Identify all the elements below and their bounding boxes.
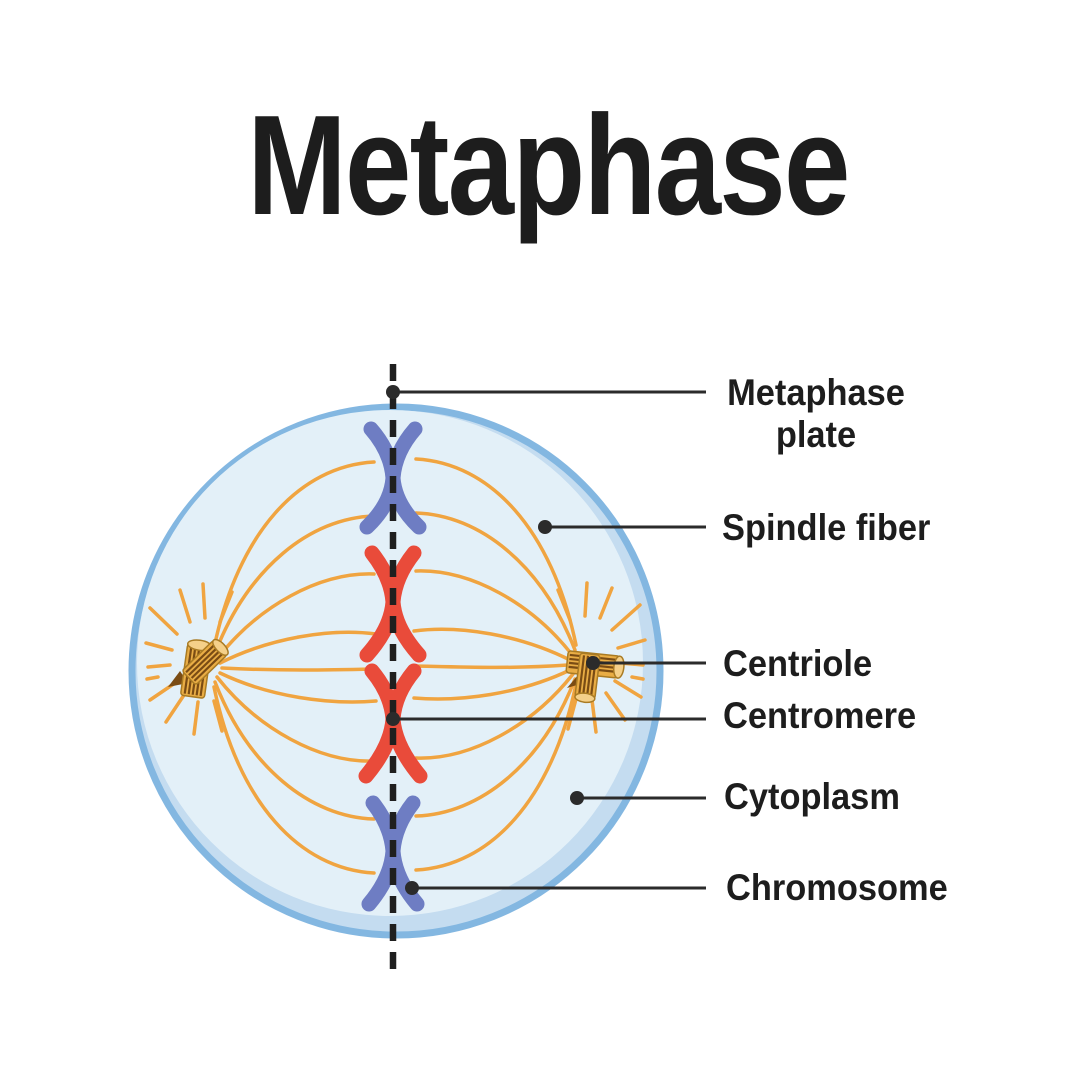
label-centromere: Centromere bbox=[723, 695, 917, 736]
label-centriole: Centriole bbox=[723, 643, 873, 684]
leader-lines bbox=[386, 385, 706, 895]
spindle-fibers bbox=[212, 457, 578, 875]
label-chromosome: Chromosome bbox=[726, 867, 948, 908]
label-metaphase-plate-line1: Metaphase bbox=[727, 372, 905, 413]
label-metaphase-plate: Metaphase plate bbox=[714, 372, 919, 456]
label-cytoplasm: Cytoplasm bbox=[724, 776, 900, 817]
page-title: Metaphase bbox=[247, 86, 850, 245]
cytoplasm-fill bbox=[137, 410, 643, 916]
label-metaphase-plate-line2: plate bbox=[775, 414, 857, 455]
label-spindle-fiber: Spindle fiber bbox=[722, 507, 931, 548]
left-centriole-icon bbox=[168, 638, 229, 699]
